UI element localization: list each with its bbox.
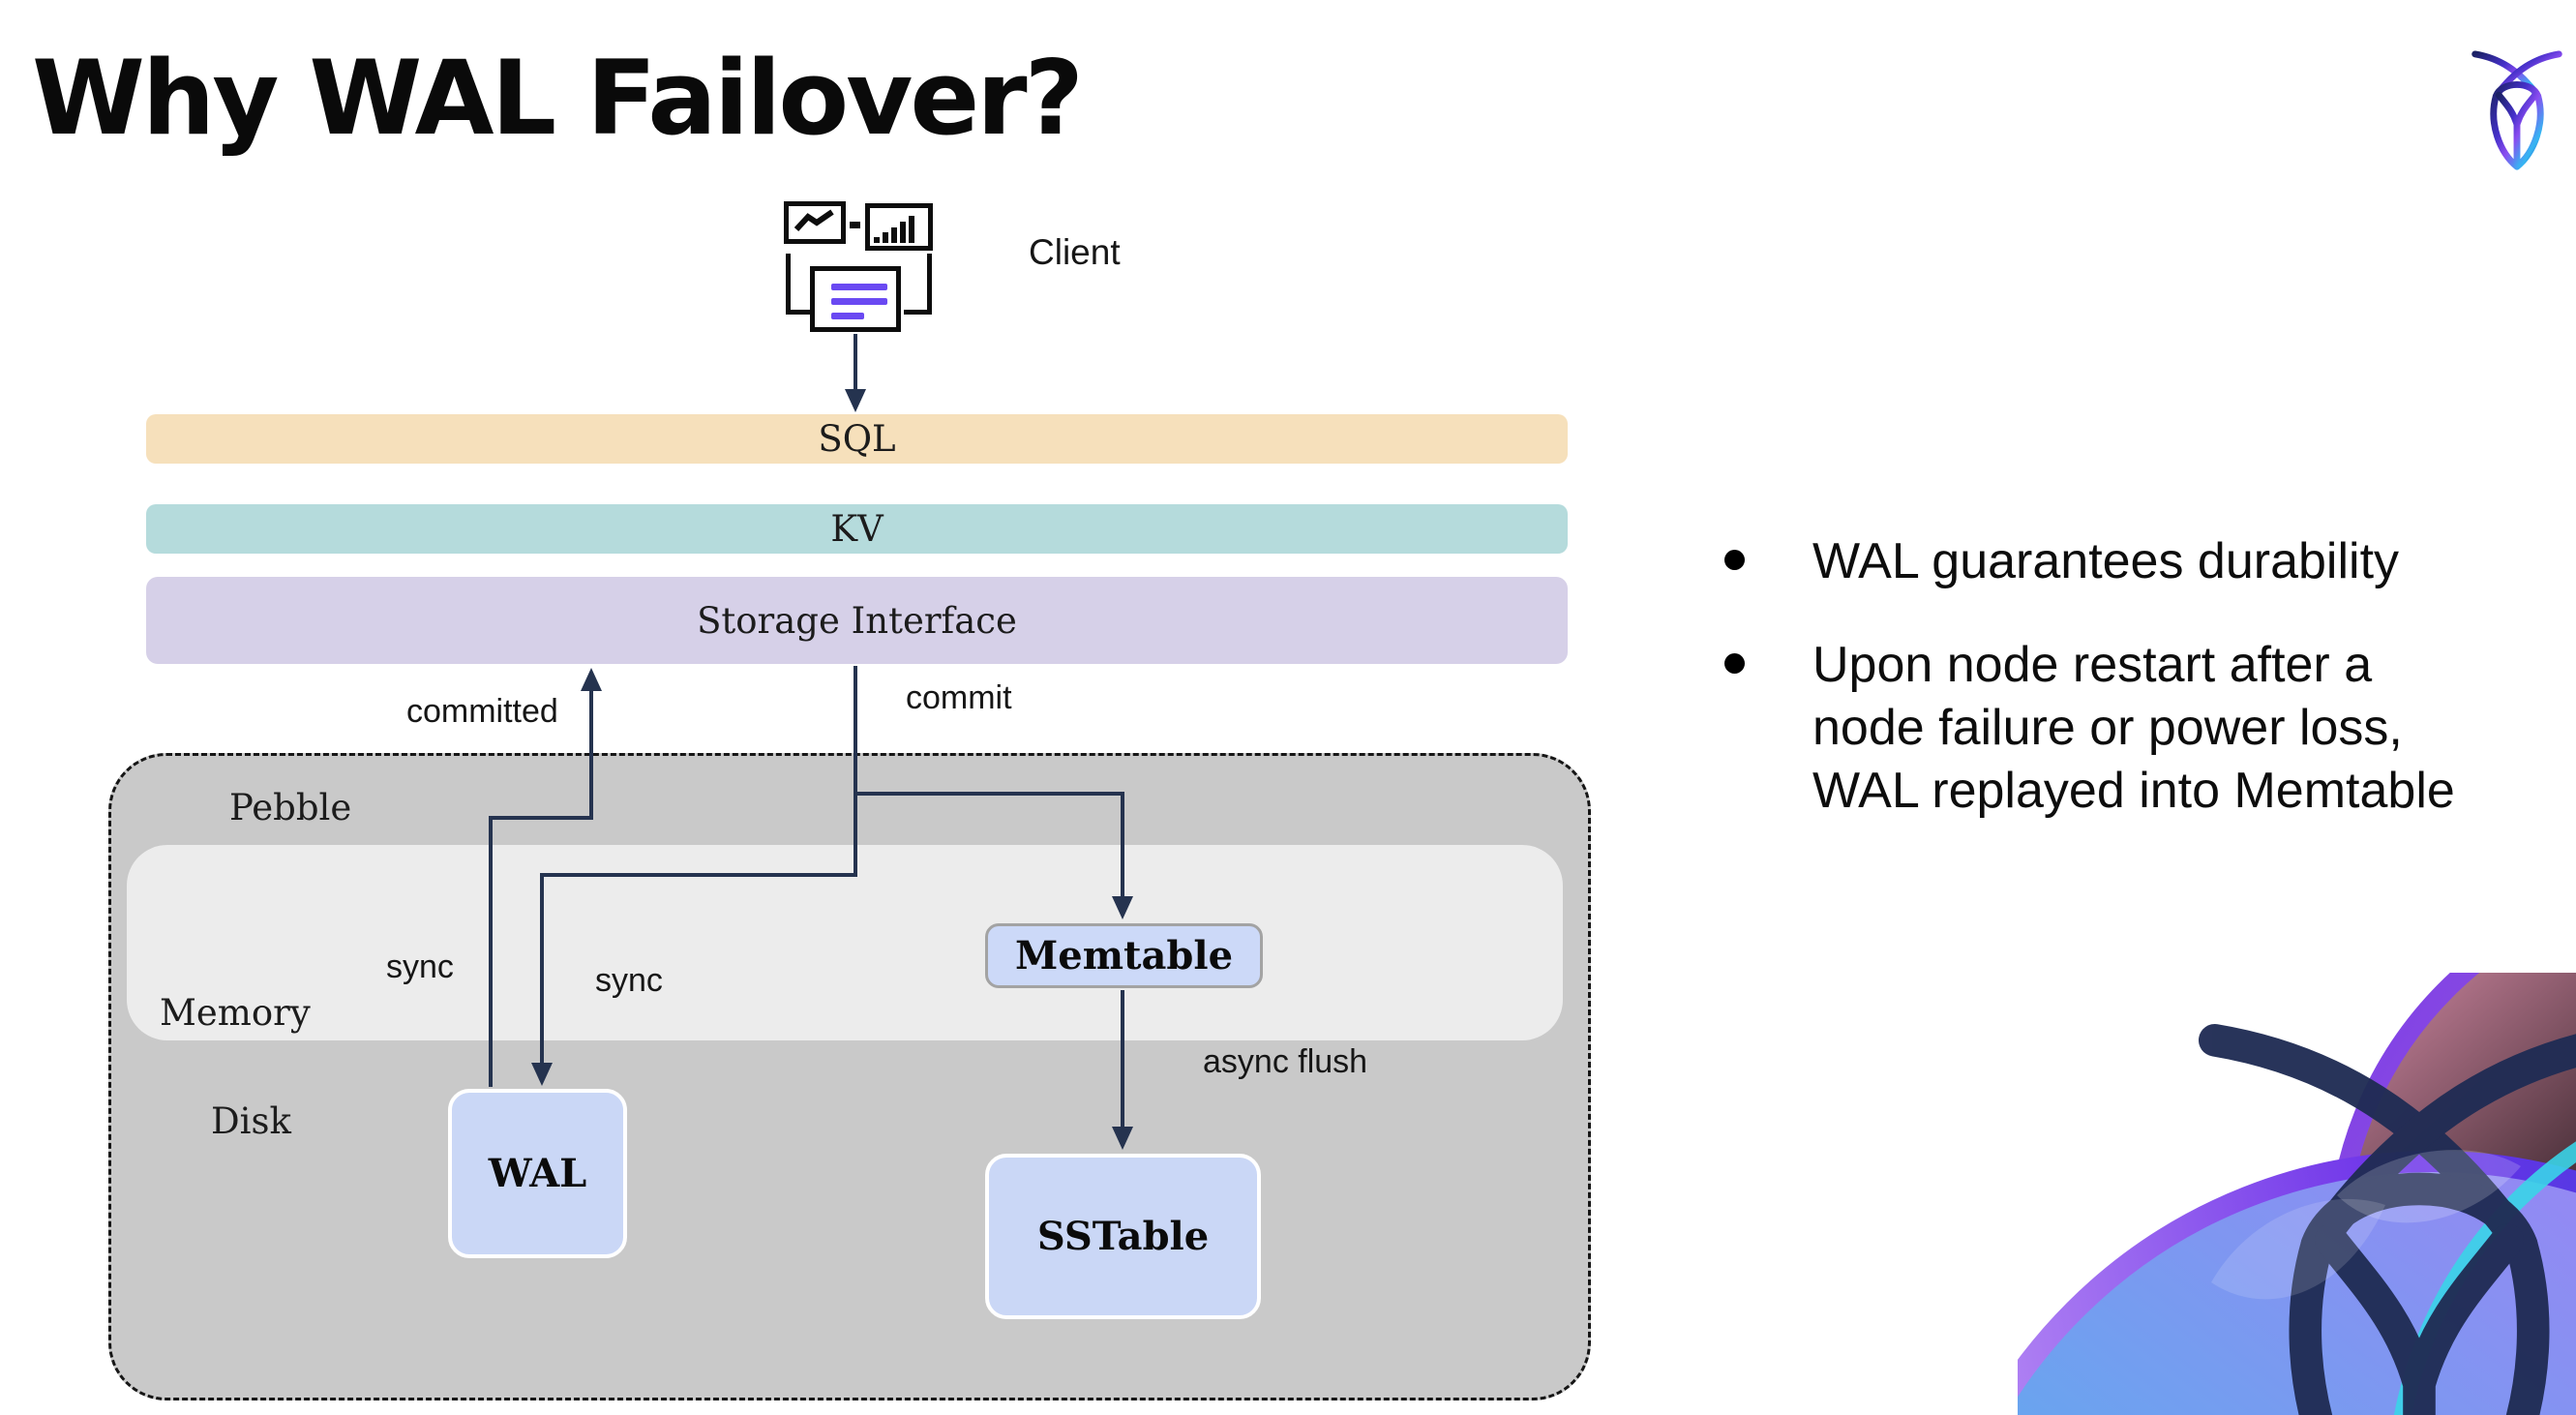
pebble-label: Pebble [229, 787, 352, 828]
edge-label-sync-left: sync [386, 948, 454, 985]
bracket-left [786, 254, 814, 315]
pebble-container: Pebble Memory Disk [108, 753, 1591, 1400]
bullet-list: WAL guarantees durability Upon node rest… [1724, 530, 2576, 823]
kv-layer-bar: KV [146, 504, 1568, 554]
line-chart-icon [784, 201, 846, 244]
wal-label: WAL [488, 1151, 587, 1196]
memtable-box: Memtable [985, 923, 1263, 988]
bracket-right [904, 254, 932, 315]
storage-interface-label: Storage Interface [697, 599, 1017, 642]
sstable-box: SSTable [985, 1154, 1261, 1319]
bullet-text: Upon node restart after a node failure o… [1812, 637, 2455, 819]
kv-layer-label: KV [830, 508, 884, 550]
edge-label-committed: committed [406, 693, 558, 730]
wal-box: WAL [448, 1089, 627, 1258]
bullet-item: Upon node restart after a node failure o… [1724, 634, 2576, 823]
sql-layer-bar: SQL [146, 414, 1568, 464]
memtable-label: Memtable [1014, 933, 1234, 978]
decorative-brand-art [2018, 973, 2576, 1415]
edge-label-sync-right: sync [595, 962, 663, 999]
client-label: Client [1029, 232, 1121, 272]
bar-chart-icon [865, 203, 933, 251]
dash-connector [850, 222, 860, 228]
memory-band [127, 845, 1563, 1040]
page-title: Why WAL Failover? [32, 39, 1084, 158]
cockroachdb-logo-icon [2471, 50, 2562, 170]
document-icon [810, 266, 901, 332]
edge-label-commit: commit [906, 679, 1012, 716]
client-terminal-icon [779, 198, 939, 339]
storage-interface-bar: Storage Interface [146, 577, 1568, 664]
memory-label: Memory [160, 992, 311, 1034]
sstable-label: SSTable [1036, 1214, 1210, 1259]
bullet-item: WAL guarantees durability [1724, 530, 2576, 593]
bullet-text: WAL guarantees durability [1812, 533, 2400, 589]
sql-layer-label: SQL [818, 418, 896, 460]
disk-label: Disk [211, 1100, 291, 1142]
edge-label-async-flush: async flush [1203, 1043, 1368, 1080]
bullet-dot [1724, 550, 1745, 570]
bullet-dot [1724, 653, 1745, 674]
